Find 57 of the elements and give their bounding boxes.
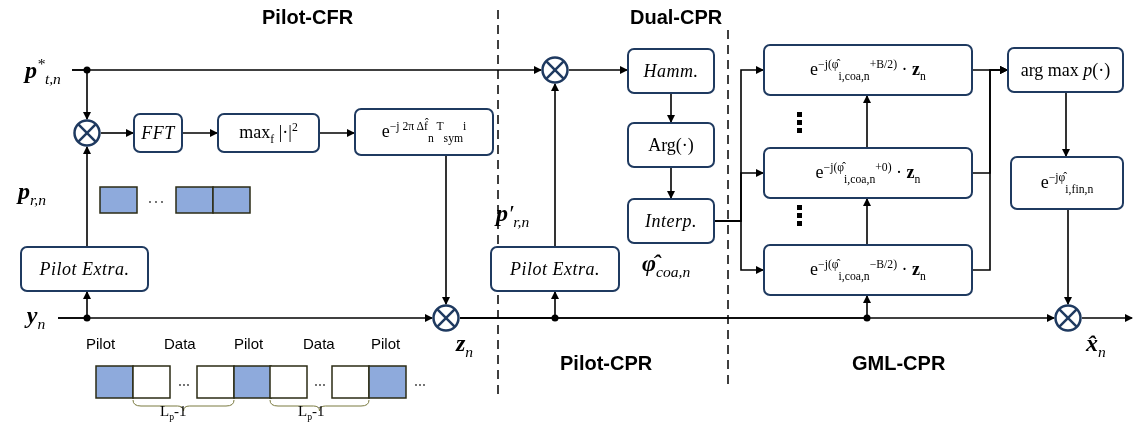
section-title: GML-CPR [852,352,946,375]
section-title: Dual-CPR [630,6,723,29]
process-box [627,122,715,168]
arrow [459,314,1055,322]
process-box [490,246,620,292]
section-title: Pilot-CFR [262,6,354,29]
arrow [863,95,871,148]
arrow [319,129,355,137]
block-label: Hamm. [643,60,699,82]
arrow [863,198,871,245]
process-box [763,44,973,96]
process-box [133,113,183,153]
block-label: Pilot Extra. [39,258,130,280]
slot-label: Pilot [86,335,116,352]
block-label: FFT [141,122,175,144]
arrow [972,66,1008,271]
signal-label: φ̂$_{coa,n}$ [642,250,691,281]
section-title: Pilot-CPR [560,352,653,375]
block-label: max$_{f}$ |·|$^{2}$ [239,120,298,146]
arrow [57,314,433,322]
spacing-label: L$_{p}$-1 [160,403,187,422]
process-box [20,246,149,292]
signal-label: p$_{r,n}$ [18,178,47,209]
arrow [551,83,559,247]
block-label: Interp. [645,210,697,232]
arrow [71,66,542,74]
arrow [667,167,675,199]
signal-label: p′$_{r,n}$ [496,200,530,231]
arrow [1081,314,1133,322]
process-box [1010,156,1124,210]
spacing-label: L$_{p}$-1 [298,403,325,422]
arrow [442,155,450,305]
process-box [217,113,320,153]
slot-label: Data [303,335,335,352]
arrow [100,129,134,137]
process-box [354,108,494,156]
arrow [83,146,91,247]
signal-label: x̂$_{n}$ [1086,330,1106,361]
arrow [182,129,218,137]
arrow [667,93,675,123]
slot-label: Data [164,335,196,352]
slot-label: Pilot [234,335,264,352]
process-box [627,198,715,244]
process-box [627,48,715,94]
block-label: arg max p(·) [1020,59,1111,81]
arrow [568,66,628,74]
arrow [1062,92,1070,157]
slot-label: Pilot [371,335,401,352]
arrow [714,220,764,274]
signal-label: y$_{n}$ [26,301,46,333]
process-box [763,244,973,296]
block-label: Arg(·) [648,134,694,156]
block-label: Pilot Extra. [510,258,600,280]
process-box [763,147,973,199]
process-box [1007,47,1124,93]
signal-label: z$_{n}$ [456,330,474,361]
arrow [1064,209,1072,305]
